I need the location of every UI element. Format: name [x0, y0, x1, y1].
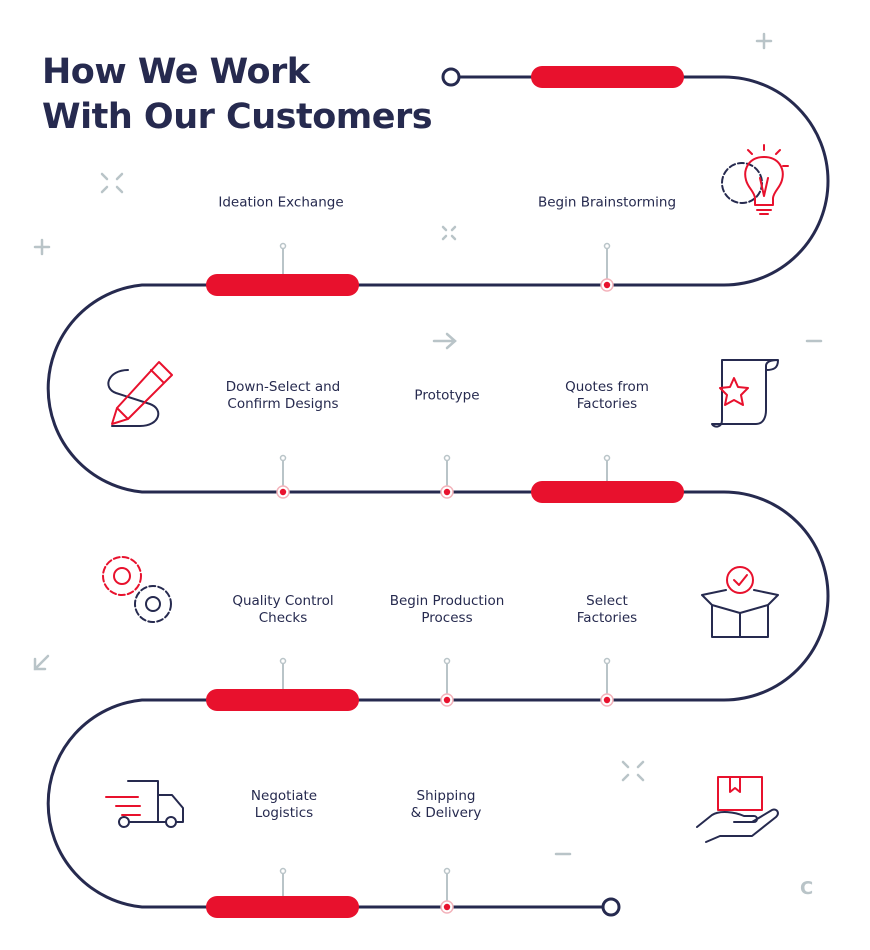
marker-node — [603, 696, 611, 704]
marker-cap — [443, 657, 451, 665]
arrow-right-decor — [432, 332, 457, 350]
step-label: Shipping & Delivery — [361, 788, 531, 822]
pencil-icon — [107, 361, 173, 427]
marker-cap — [443, 867, 451, 875]
road-segment — [206, 274, 359, 296]
marker-cap — [279, 867, 287, 875]
road-segment — [531, 481, 684, 503]
step-text: Factories — [576, 396, 638, 412]
marker-cap — [279, 657, 287, 665]
road-segment — [206, 896, 359, 918]
step-text: Logistics — [254, 805, 314, 821]
page-title: How We Work With Our Customers — [42, 50, 433, 140]
step-text: Negotiate — [250, 788, 318, 804]
path-end-node — [601, 897, 621, 917]
step-text: Begin Brainstorming — [537, 194, 677, 211]
plus-decor — [755, 32, 773, 50]
step-text: Select — [586, 593, 628, 609]
step-label: Quality Control Checks — [198, 593, 368, 627]
marker-node — [603, 281, 611, 289]
lightbulb-gear-icon — [721, 144, 789, 215]
title-line: With Our Customers — [42, 97, 433, 137]
gears-icon — [102, 556, 172, 623]
marker-cap — [603, 454, 611, 462]
step-text: & Delivery — [410, 805, 482, 821]
marker-cap — [279, 454, 287, 462]
hand-package-icon — [696, 776, 779, 843]
step-text: Shipping — [416, 788, 476, 804]
step-text: Down-Select and — [225, 379, 341, 395]
marker-node — [279, 488, 287, 496]
road-segment — [206, 689, 359, 711]
step-text: Quotes from — [565, 379, 649, 395]
x-cross-decor — [621, 760, 645, 782]
marker-cap — [443, 454, 451, 462]
title-line: How We Work — [42, 52, 310, 92]
step-label: Negotiate Logistics — [199, 788, 369, 822]
step-label: Begin Brainstorming — [522, 195, 692, 212]
step-label: Prototype — [362, 388, 532, 405]
scroll-star-icon — [711, 359, 779, 428]
step-text: Factories — [576, 610, 638, 626]
step-text: Process — [421, 610, 473, 626]
path-start-node — [441, 67, 461, 87]
box-check-icon — [701, 566, 779, 638]
x-cross-decor — [441, 225, 457, 241]
step-text: Begin Production — [389, 593, 505, 609]
road-segment — [531, 66, 684, 88]
marker-node — [443, 488, 451, 496]
marker-node — [443, 903, 451, 911]
brand-logo: C — [800, 878, 814, 899]
step-text: Prototype — [414, 387, 480, 404]
step-label: Select Factories — [522, 593, 692, 627]
step-markers — [276, 242, 614, 914]
process-path — [46, 75, 830, 909]
truck-icon — [105, 780, 184, 828]
marker-cap — [279, 242, 287, 250]
step-label: Begin Production Process — [362, 593, 532, 627]
step-text: Quality Control — [232, 593, 334, 609]
step-label: Ideation Exchange — [196, 195, 366, 212]
marker-cap — [603, 242, 611, 250]
step-label: Quotes from Factories — [522, 379, 692, 413]
plus-decor — [33, 238, 51, 256]
marker-node — [443, 696, 451, 704]
arrow-down-left-decor — [33, 654, 50, 671]
step-text: Checks — [258, 610, 308, 626]
step-text: Confirm Designs — [227, 396, 339, 412]
step-text: Ideation Exchange — [218, 194, 344, 211]
x-cross-decor — [100, 172, 124, 194]
step-label: Down-Select and Confirm Designs — [198, 379, 368, 413]
marker-cap — [603, 657, 611, 665]
